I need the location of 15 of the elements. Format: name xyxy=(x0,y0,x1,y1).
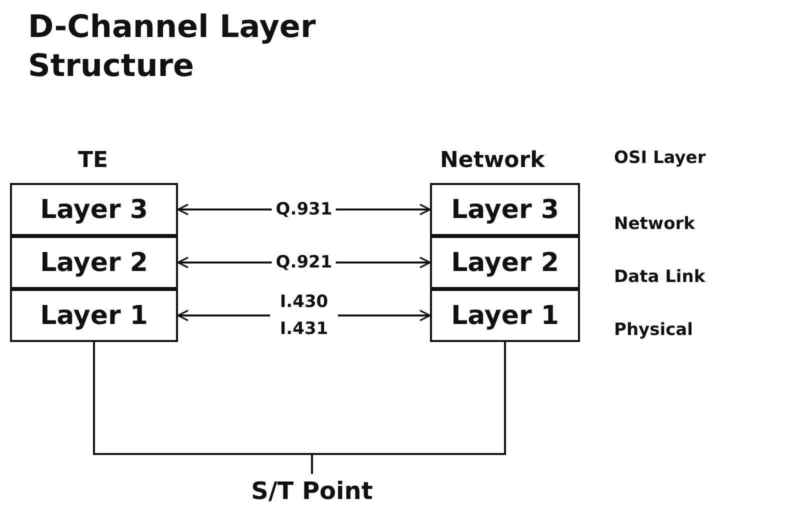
layer-box: Layer 3 xyxy=(10,183,178,236)
layer-box: Layer 1 xyxy=(10,289,178,342)
layer-box: Layer 2 xyxy=(430,236,580,289)
column-heading: Network xyxy=(440,148,545,173)
osi-layer-name: Network xyxy=(614,214,695,234)
layer-box: Layer 2 xyxy=(10,236,178,289)
connector-line xyxy=(311,342,506,474)
column-heading: TE xyxy=(78,148,108,173)
diagram-title: D-Channel Layer Structure xyxy=(28,8,317,86)
osi-layer-name: Data Link xyxy=(614,267,706,287)
column-heading: OSI Layer xyxy=(614,148,706,168)
layer-box: Layer 3 xyxy=(430,183,580,236)
point-label: S/T Point xyxy=(242,474,382,508)
layer-box: Layer 1 xyxy=(430,289,580,342)
osi-layer-name: Physical xyxy=(614,320,693,340)
